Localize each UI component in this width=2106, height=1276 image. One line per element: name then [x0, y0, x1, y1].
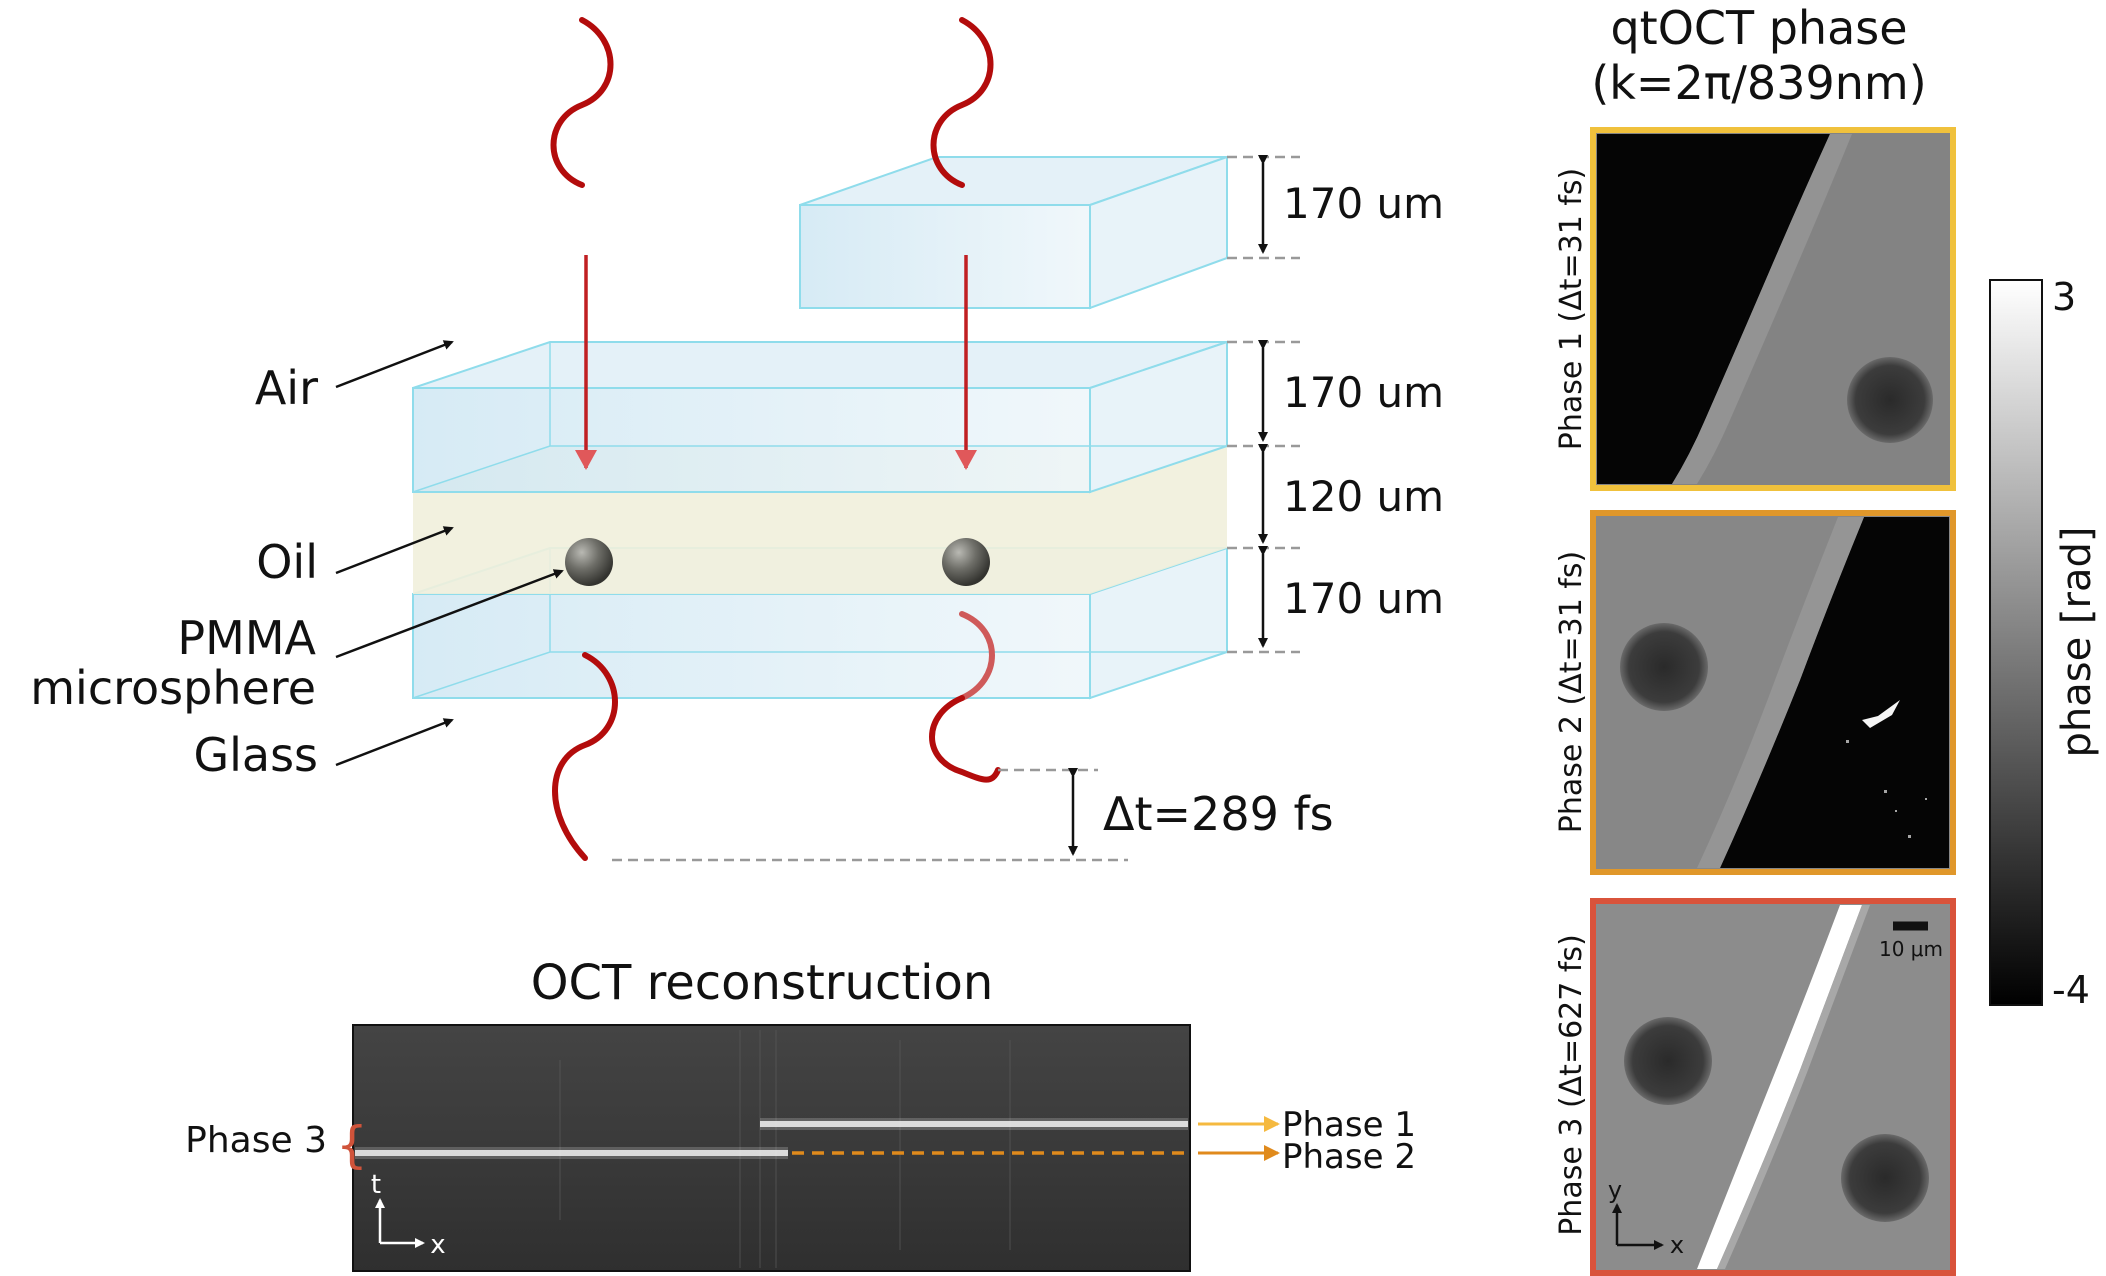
oct-reconstruction: OCT reconstruction { Phase 3 Phase 1 Pha… [185, 955, 1416, 1272]
colorbar-max: 3 [2052, 275, 2076, 319]
phase-panel-2: Phase 2 (Δt=31 fs) [1554, 510, 1956, 875]
pointer-pmma [335, 569, 564, 659]
thickness-glass-slab: 170 um [1283, 574, 1444, 623]
thickness-reference-slab: 170 um [1283, 179, 1444, 228]
phase-panel-1: Phase 1 (Δt=31 fs) [1554, 127, 1956, 491]
colorbar-gradient [1989, 279, 2043, 1006]
transmitted-wave-right [929, 695, 1001, 783]
oct-out-label-phase1: Phase 1 [1282, 1105, 1416, 1145]
label-pmma-line2: microsphere [30, 661, 316, 715]
thickness-air-slab: 170 um [1283, 368, 1444, 417]
label-pmma-line1: PMMA [177, 611, 316, 665]
qtoct-title-line1: qtOCT phase [1610, 1, 1907, 55]
oct-axis-x-label: x [430, 1230, 445, 1260]
pointer-glass [335, 718, 454, 767]
phase-panel-3: 10 μm y x Phase 3 (Δt=627 fs) [1554, 898, 1956, 1276]
transmitted-wave-right-inside [959, 611, 995, 701]
pointer-air [335, 340, 454, 389]
incident-wave-left [550, 17, 614, 188]
qtoct-panels: qtOCT phase (k=2π/839nm) Phase 1 (Δt=31 … [1554, 1, 1956, 1276]
transmitted-wave-left [552, 652, 618, 861]
panel-axis-y-label: y [1608, 1176, 1622, 1204]
oct-speckle [559, 1030, 1011, 1268]
oct-title: OCT reconstruction [531, 955, 994, 1011]
scalebar-label: 10 μm [1879, 937, 1943, 961]
qtoct-title-line2: (k=2π/839nm) [1591, 56, 1926, 110]
colorbar-label: phase [rad] [2054, 527, 2100, 758]
reference-slab [799, 155, 1228, 310]
panel-axis-x-label: x [1670, 1231, 1684, 1259]
oct-out-label-phase2: Phase 2 [1282, 1137, 1416, 1177]
oct-phase3-label: Phase 3 [185, 1120, 327, 1161]
microsphere-left [565, 538, 613, 586]
air-slab [412, 340, 1228, 494]
sample-schematic: Δt=289 fs 170 um 170 um 120 um 170 um Ai… [30, 17, 1444, 862]
colorbar-min: -4 [2052, 968, 2090, 1012]
colorbar: 3 -4 phase [rad] [1989, 275, 2100, 1012]
phase-panel-2-label: Phase 2 (Δt=31 fs) [1554, 551, 1589, 833]
label-air: Air [255, 361, 318, 415]
phase-panel-3-label: Phase 3 (Δt=627 fs) [1554, 934, 1589, 1236]
thickness-oil-layer: 120 um [1283, 472, 1444, 521]
oct-axis-t-label: t [371, 1170, 381, 1200]
microsphere-right [942, 538, 990, 586]
label-glass: Glass [193, 728, 318, 782]
incident-wave-right [930, 17, 994, 188]
pointer-oil [335, 526, 454, 575]
oct-image [352, 1024, 1191, 1272]
label-oil: Oil [256, 535, 318, 589]
delay-label: Δt=289 fs [1103, 787, 1334, 841]
oct-bracket: { [336, 1116, 368, 1174]
phase-panel-1-label: Phase 1 (Δt=31 fs) [1554, 168, 1589, 450]
